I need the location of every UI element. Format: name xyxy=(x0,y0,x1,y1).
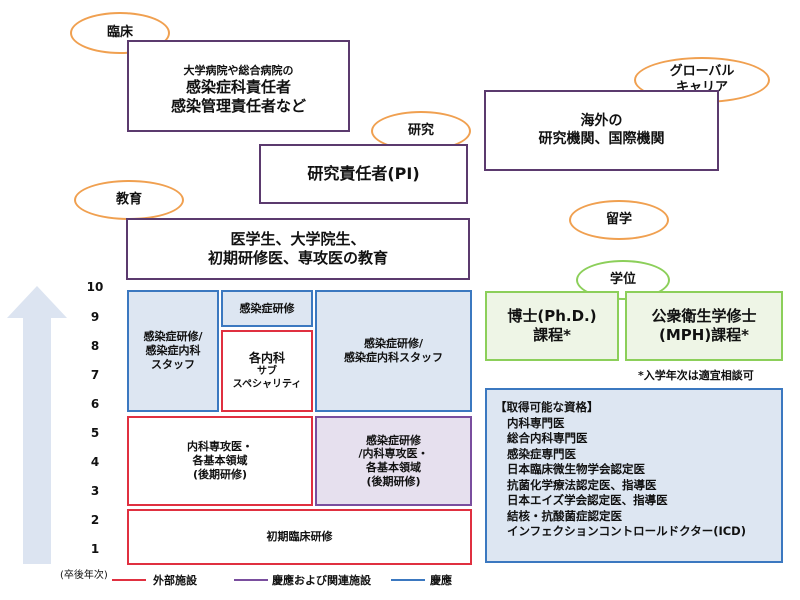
admission-note: *入学年次は適宜相談可 xyxy=(638,369,754,382)
axis-tick: 1 xyxy=(90,542,100,556)
clinical-oval: 臨床 xyxy=(70,12,170,54)
legend-external-label: 外部施設 xyxy=(153,574,197,587)
pi-box: 研究責任者(PI) xyxy=(259,144,468,204)
qualification-item: 総合内科専門医 xyxy=(507,431,588,445)
qualification-item: 感染症専門医 xyxy=(507,446,576,461)
subspecialty-box: 各内科 サブ スペシャリティ xyxy=(221,330,313,412)
qualification-item: 日本エイズ学会認定医、指導医 xyxy=(507,493,668,507)
axis-unit-label: (卒後年次) xyxy=(60,570,108,581)
axis-tick: 7 xyxy=(90,368,100,382)
im-line3: (後期研修) xyxy=(192,467,248,481)
left-staff-line3: スタッフ xyxy=(151,357,195,371)
overseas-box: 海外の 研究機関、国際機関 xyxy=(484,90,719,171)
qualifications-header: 【取得可能な資格】 xyxy=(495,400,599,414)
left-staff-line2: 感染症内科 xyxy=(145,344,201,358)
infection-training-label: 感染症研修 xyxy=(239,301,295,315)
subspecialty-line2: サブ xyxy=(257,366,277,377)
legend-keio-swatch xyxy=(391,579,425,581)
left-staff-box: 感染症研修/ 感染症内科 スタッフ xyxy=(127,290,219,412)
qualification-item: 抗菌化学療法認定医、指導医 xyxy=(507,477,657,492)
subspecialty-line3: スペシャリティ xyxy=(232,378,302,390)
internal-medicine-box: 内科専攻医・ 各基本領域 (後期研修) xyxy=(127,416,313,506)
inf-line4: (後期研修) xyxy=(366,474,421,488)
im-line1: 内科専攻医・ xyxy=(187,440,253,454)
subspecialty-line1: 各内科 xyxy=(248,351,285,365)
overseas-line1: 海外の xyxy=(580,113,623,129)
initial-training-box: 初期臨床研修 xyxy=(127,509,472,565)
overseas-line2: 研究機関、国際機関 xyxy=(538,130,665,147)
inf-line3: 各基本領域 xyxy=(366,461,421,474)
clinical-career-box: 大学病院や総合病院の 感染症科責任者 感染管理責任者など xyxy=(127,40,350,132)
initial-training-label: 初期臨床研修 xyxy=(266,530,333,544)
qualifications-box: 【取得可能な資格】 内科専門医 総合内科専門医 感染症専門医 日本臨床微生物学会… xyxy=(485,388,783,563)
inf-line1: 感染症研修 xyxy=(366,433,421,447)
clinical-label: 臨床 xyxy=(106,25,133,41)
axis-tick: 2 xyxy=(90,513,100,527)
clinical-career-line3: 感染管理責任者など xyxy=(170,96,306,115)
global-career-line1: グローバル xyxy=(669,64,735,80)
study-abroad-label: 留学 xyxy=(605,212,632,228)
legend-keio-label: 慶應 xyxy=(430,574,452,587)
infection-training-box: 感染症研修 xyxy=(221,290,313,327)
axis-tick: 3 xyxy=(90,484,100,498)
mph-line2: (MPH)課程* xyxy=(658,326,750,344)
research-label: 研究 xyxy=(407,123,434,139)
left-staff-line1: 感染症研修/ xyxy=(143,330,203,344)
infection-im-box: 感染症研修 /内科専攻医・ 各基本領域 (後期研修) xyxy=(315,416,472,506)
study-abroad-oval: 留学 xyxy=(569,200,669,240)
axis-tick: 10 xyxy=(86,280,104,294)
axis-tick: 5 xyxy=(90,426,100,440)
phd-line1: 博士(Ph.D.) xyxy=(507,307,597,326)
mph-box: 公衆衛生学修士 (MPH)課程* xyxy=(625,291,783,361)
education-oval: 教育 xyxy=(74,180,184,220)
legend-external-swatch xyxy=(112,579,146,581)
year-axis-arrow xyxy=(7,286,67,564)
qualification-item: 内科専門医 xyxy=(507,415,565,430)
right-staff-box: 感染症研修/ 感染症内科スタッフ xyxy=(315,290,472,412)
legend-keio-related-label: 慶應および関連施設 xyxy=(272,574,371,587)
clinical-career-line1: 大学病院や総合病院の xyxy=(183,64,294,78)
education-line1: 医学生、大学院生、 xyxy=(230,230,366,249)
legend-keio-related-swatch xyxy=(234,579,268,581)
inf-line2: /内科専攻医・ xyxy=(358,447,429,461)
clinical-career-line2: 感染症科責任者 xyxy=(185,78,291,97)
degree-label: 学位 xyxy=(609,272,636,288)
qualification-item: 日本臨床微生物学会認定医 xyxy=(507,462,645,476)
right-staff-line1: 感染症研修/ xyxy=(363,337,424,351)
qualification-item: インフェクションコントロールドクター(ICD) xyxy=(507,524,746,538)
mph-line1: 公衆衛生学修士 xyxy=(651,307,757,326)
right-staff-line2: 感染症内科スタッフ xyxy=(344,351,443,364)
axis-tick: 9 xyxy=(90,310,100,324)
pi-label: 研究責任者(PI) xyxy=(307,164,420,183)
phd-box: 博士(Ph.D.) 課程* xyxy=(485,291,619,361)
education-box: 医学生、大学院生、 初期研修医、専攻医の教育 xyxy=(126,218,470,280)
education-line2: 初期研修医、専攻医の教育 xyxy=(207,249,388,267)
phd-line2: 課程* xyxy=(533,326,571,344)
education-label: 教育 xyxy=(115,192,142,208)
axis-tick: 8 xyxy=(90,339,100,353)
qualification-item: 結核・抗酸菌症認定医 xyxy=(507,508,622,523)
axis-tick: 4 xyxy=(90,455,100,469)
im-line2: 各基本領域 xyxy=(192,454,248,468)
axis-tick: 6 xyxy=(90,397,100,411)
